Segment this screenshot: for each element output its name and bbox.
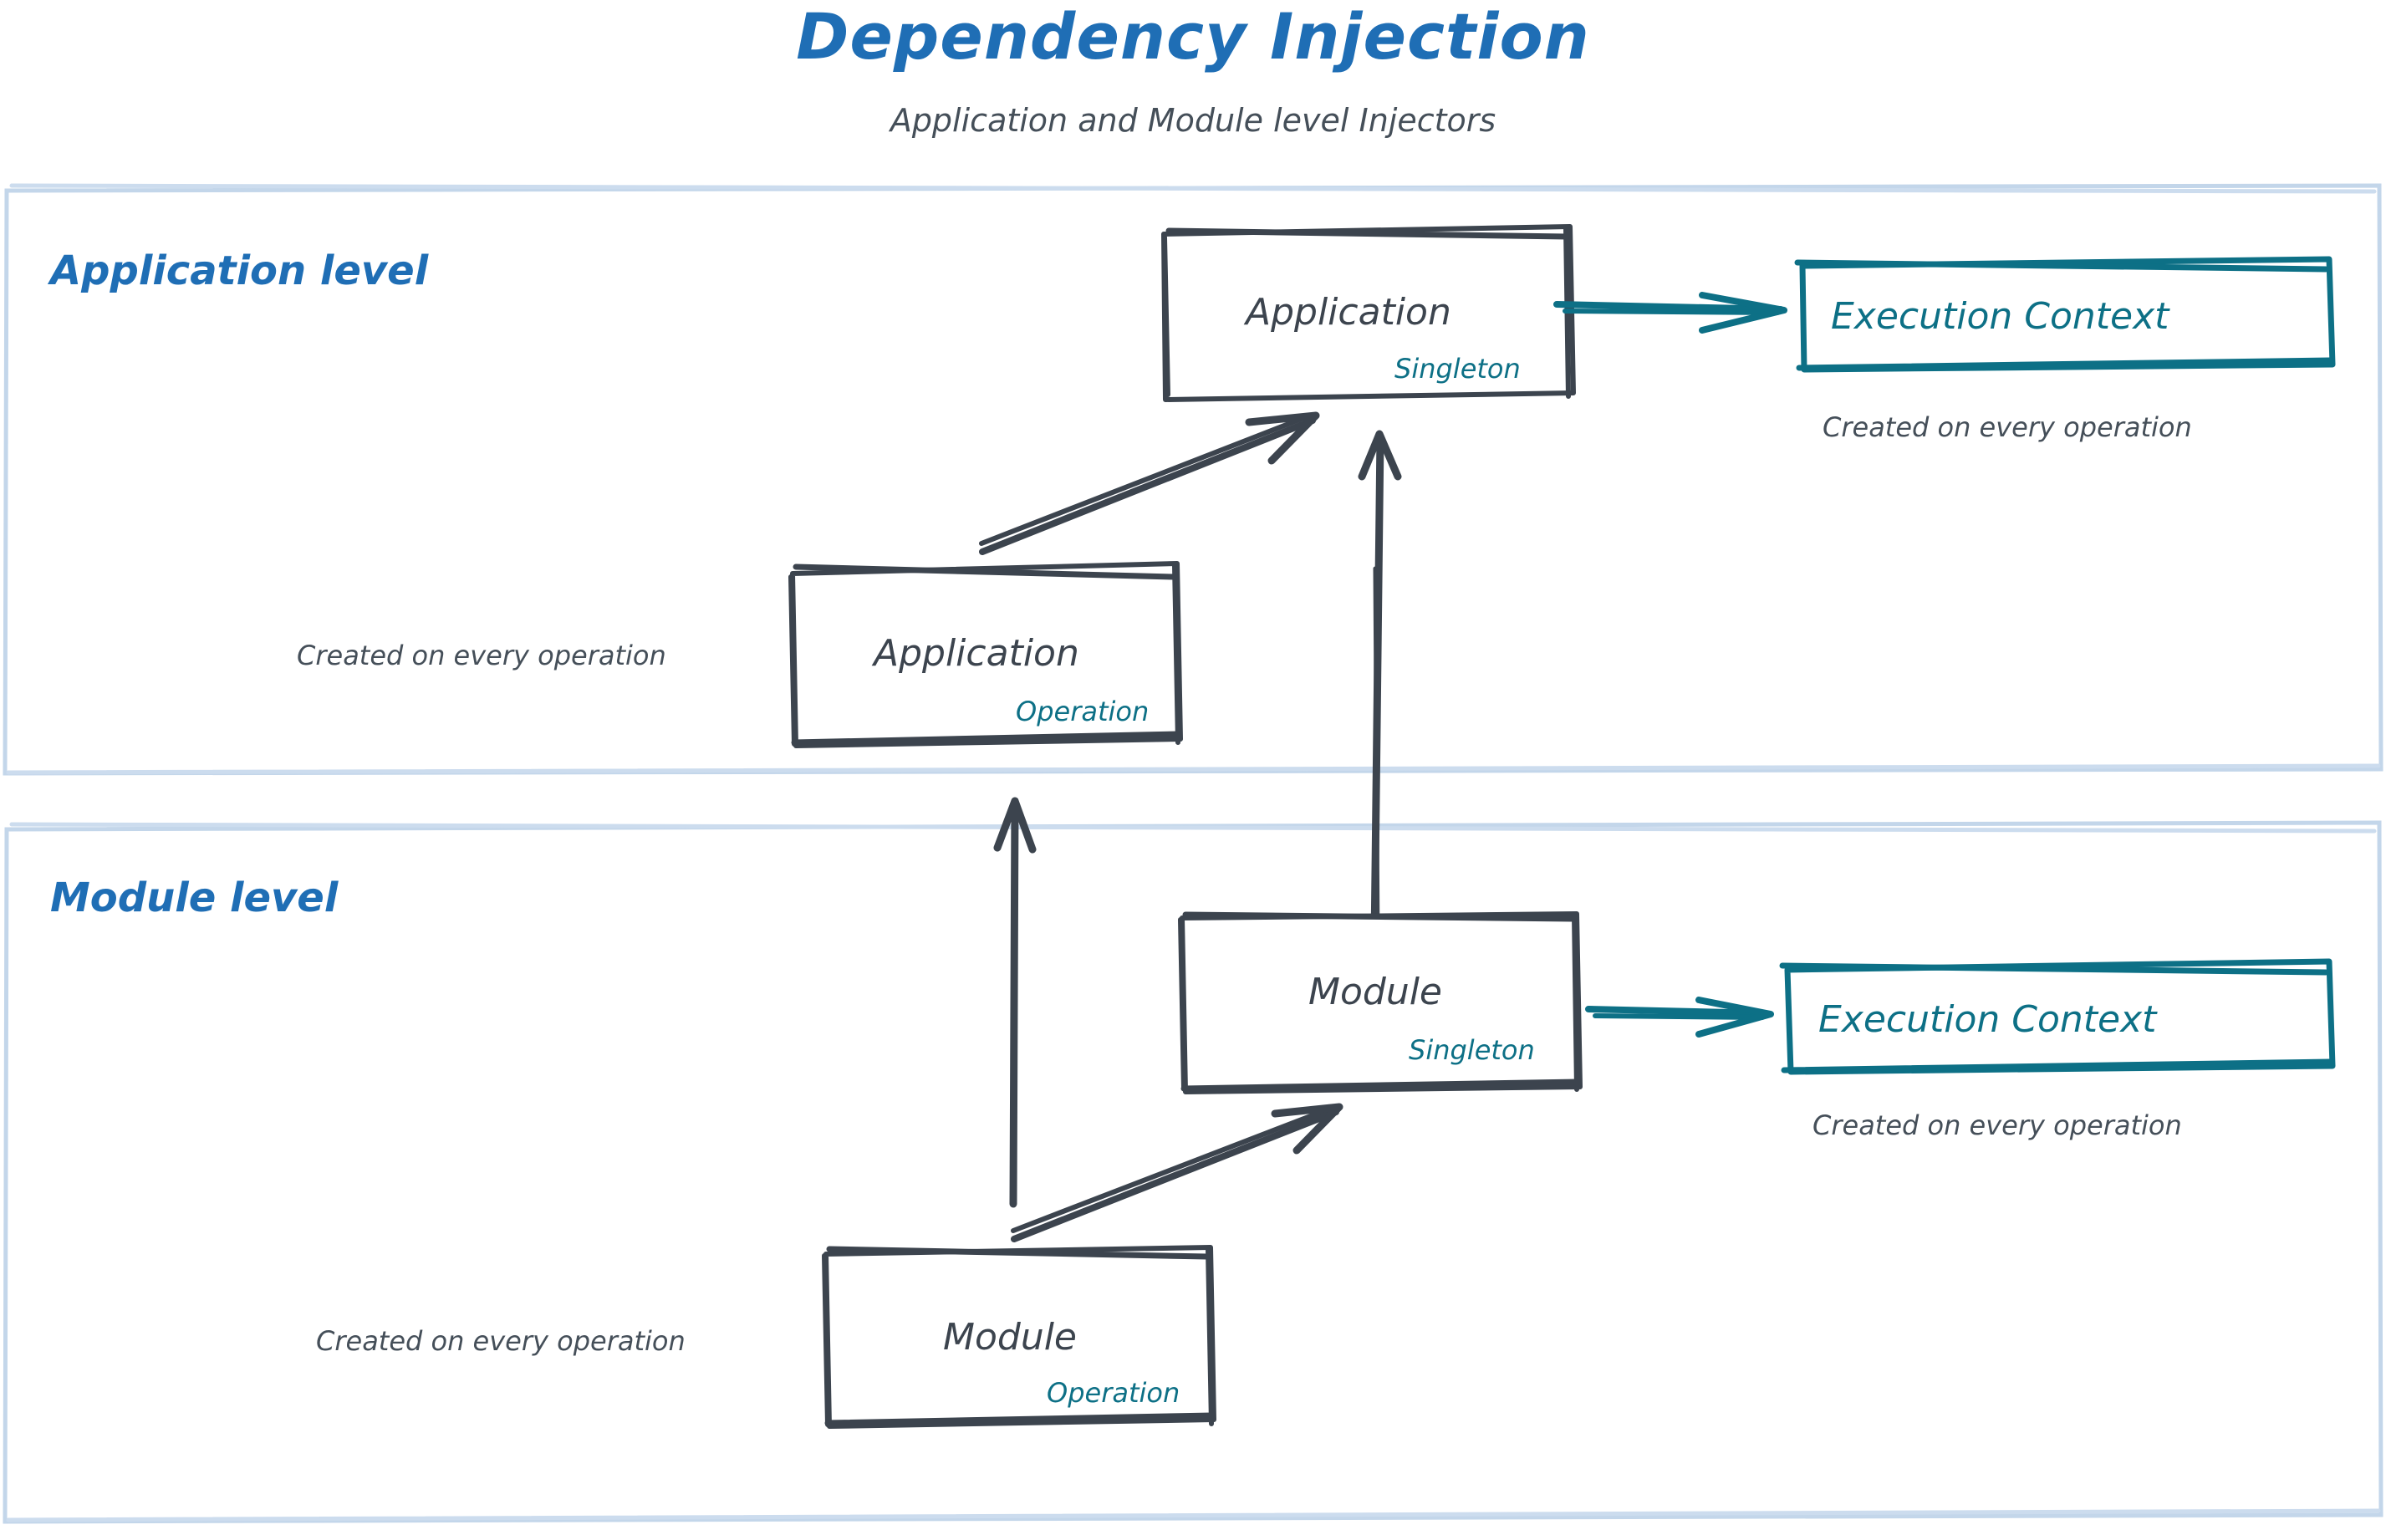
module-execution-context-title[interactable]: Execution Context xyxy=(1818,998,2157,1041)
module-operation-scope: Operation xyxy=(1047,1377,1180,1409)
application-execution-context-box-outline xyxy=(1794,256,2336,373)
application-singleton-scope: Singleton xyxy=(1394,353,1521,385)
arrow-module-operation-to-singleton xyxy=(1011,1103,1343,1242)
application-operation-scope: Operation xyxy=(1016,696,1150,727)
application-execution-context-title[interactable]: Execution Context xyxy=(1831,295,2169,338)
module-operation-title[interactable]: Module xyxy=(943,1316,1077,1359)
page-subtitle: Application and Module level Injectors xyxy=(890,102,1496,139)
panel-label-module-level: Module level xyxy=(50,875,339,921)
arrow-module-singleton-to-application-singleton xyxy=(1358,430,1402,947)
module-singleton-title[interactable]: Module xyxy=(1308,971,1442,1013)
arrow-module-singleton-to-execution-context xyxy=(1585,997,1774,1038)
application-operation-caption: Created on every operation xyxy=(297,640,666,671)
panel-label-application-level: Application level xyxy=(50,247,429,294)
module-execution-context-box-outline xyxy=(1779,958,2336,1075)
panel-application-level-border xyxy=(3,183,2383,776)
application-execution-context-caption: Created on every operation xyxy=(1823,411,2192,443)
arrow-application-operation-to-singleton xyxy=(979,411,1320,555)
module-singleton-box-outline xyxy=(1178,911,1583,1094)
arrow-module-operation-up-to-application-level xyxy=(993,797,1037,1208)
page-title: Dependency Injection xyxy=(796,0,1590,74)
arrow-application-singleton-to-execution-context xyxy=(1553,292,1787,334)
module-operation-caption: Created on every operation xyxy=(316,1325,686,1357)
application-singleton-title[interactable]: Application xyxy=(1246,291,1451,334)
application-operation-title[interactable]: Application xyxy=(874,632,1079,675)
module-singleton-scope: Singleton xyxy=(1409,1034,1535,1066)
application-operation-box-outline xyxy=(788,561,1183,748)
panel-module-level-border xyxy=(3,820,2383,1524)
module-operation-box-outline xyxy=(822,1245,1216,1429)
module-execution-context-caption: Created on every operation xyxy=(1812,1109,2182,1141)
